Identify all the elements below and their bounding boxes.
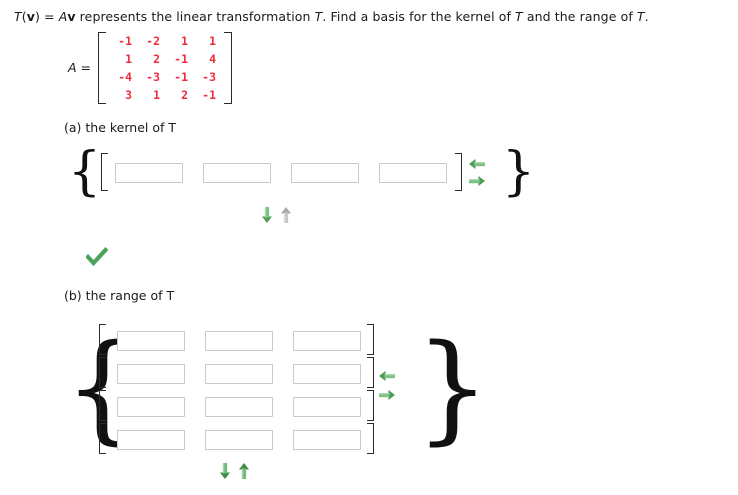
question-text-part1: represents the linear transformation — [75, 9, 315, 24]
part-b-down-arrow-button[interactable] — [219, 462, 231, 480]
part-b-answer-box-r2c2[interactable] — [205, 364, 273, 384]
part-b-answer-box-r3c3[interactable] — [293, 397, 361, 417]
part-b-bracket-right-row-4 — [367, 423, 374, 454]
matrix-cell: -3 — [146, 70, 161, 84]
part-a-answer-box-1[interactable] — [115, 163, 183, 183]
part-b-bracket-left-row-1 — [99, 324, 106, 355]
matrix-cell: -1 — [202, 88, 217, 102]
part-b-answer-box-r1c3[interactable] — [293, 331, 361, 351]
checkmark-icon — [85, 247, 109, 267]
part-a-bracket-right — [455, 153, 462, 191]
matrix-cell: 1 — [125, 52, 133, 66]
part-a-left-arrow-button[interactable] — [468, 158, 486, 170]
part-b-answer-box-r4c3[interactable] — [293, 430, 361, 450]
part-b-bracket-right-row-3 — [367, 390, 374, 421]
part-b-brace-close: } — [415, 318, 491, 456]
matrix-values-table: -1 -2 1 1 1 2 -1 4 -4 -3 -1 -3 — [109, 32, 221, 104]
part-a-answer-box-4[interactable] — [379, 163, 447, 183]
question-equals: = — [39, 9, 59, 24]
part-b-up-arrow-button[interactable] — [238, 462, 250, 480]
matrix-cell: -1 — [174, 52, 189, 66]
part-b-answer-box-r4c1[interactable] — [117, 430, 185, 450]
question-text: T(v) = Av represents the linear transfor… — [14, 8, 649, 25]
matrix-cell: -4 — [118, 70, 133, 84]
matrix-cell: -1 — [118, 34, 133, 48]
matrix-cell: 4 — [209, 52, 217, 66]
matrix-cell: -1 — [174, 70, 189, 84]
part-b-answer-box-r1c1[interactable] — [117, 331, 185, 351]
part-b-bracket-left-row-2 — [99, 357, 106, 388]
question-vector-v2: v — [67, 9, 76, 24]
question-T-symbol-3: T — [515, 9, 523, 24]
down-arrow-icon — [262, 207, 272, 223]
matrix-definition: A = -1 -2 1 1 1 2 -1 4 -4 -3 — [68, 32, 233, 104]
part-a-brace-open: { — [68, 142, 102, 202]
right-arrow-icon — [469, 176, 485, 186]
matrix-cell: 2 — [181, 88, 189, 102]
part-a-right-arrow-button[interactable] — [468, 175, 486, 187]
part-a-down-arrow-button[interactable] — [261, 206, 273, 224]
question-A-symbol: A — [58, 9, 68, 24]
question-T-symbol-2: T — [314, 9, 323, 24]
part-b-answer-box-r1c2[interactable] — [205, 331, 273, 351]
matrix-cell: 1 — [181, 34, 189, 48]
matrix-cell: -3 — [202, 70, 217, 84]
matrix-cell: 2 — [153, 52, 161, 66]
right-arrow-icon — [379, 390, 395, 400]
part-b-bracket-left-row-4 — [99, 423, 106, 454]
part-a-label: (a) the kernel of T — [64, 120, 176, 135]
question-paren-close: ) — [34, 9, 40, 24]
question-paren-open: ( — [21, 9, 27, 24]
part-b-left-arrow-button[interactable] — [378, 370, 396, 382]
question-T-symbol: T — [14, 9, 22, 24]
part-a-correct-checkmark — [85, 247, 109, 267]
part-a-answer-box-2[interactable] — [203, 163, 271, 183]
part-b-bracket-left-row-3 — [99, 390, 106, 421]
part-b-label: (b) the range of T — [64, 288, 175, 303]
matrix-bracket-right — [224, 32, 233, 104]
part-a-bracket-left — [101, 153, 108, 191]
part-b-answer-box-r4c2[interactable] — [205, 430, 273, 450]
part-b-answer-box-r3c1[interactable] — [117, 397, 185, 417]
part-b-bracket-right-row-2 — [367, 357, 374, 388]
part-b-right-arrow-button[interactable] — [378, 389, 396, 401]
part-b-answer-box-r2c3[interactable] — [293, 364, 361, 384]
left-arrow-icon — [379, 371, 395, 381]
matrix-cell: -2 — [146, 34, 161, 48]
matrix-row: 1 2 -1 4 — [109, 50, 221, 68]
down-arrow-icon — [220, 463, 230, 479]
matrix-cell: 3 — [125, 88, 133, 102]
question-period: . — [644, 9, 649, 24]
part-b-answer-box-r3c2[interactable] — [205, 397, 273, 417]
matrix-bracket-left — [98, 32, 107, 104]
matrix-cell: 1 — [153, 88, 161, 102]
matrix-row: -4 -3 -1 -3 — [109, 68, 221, 86]
up-arrow-icon — [239, 463, 249, 479]
up-arrow-icon — [281, 207, 291, 223]
matrix-A: -1 -2 1 1 1 2 -1 4 -4 -3 -1 -3 — [98, 32, 233, 104]
matrix-row: 3 1 2 -1 — [109, 86, 221, 104]
part-a-answer-box-3[interactable] — [291, 163, 359, 183]
part-b-bracket-right-row-1 — [367, 324, 374, 355]
part-a-up-arrow-button[interactable] — [280, 206, 292, 224]
question-text-part2: . Find a basis for the kernel of — [322, 9, 516, 24]
part-a-brace-close: } — [502, 142, 536, 202]
question-text-part3: and the range of — [522, 9, 637, 24]
matrix-row: -1 -2 1 1 — [109, 32, 221, 50]
matrix-label-A: A = — [68, 59, 92, 75]
left-arrow-icon — [469, 159, 485, 169]
question-vector-v: v — [26, 9, 35, 24]
question-T-symbol-4: T — [636, 9, 645, 24]
part-b-answer-box-r2c1[interactable] — [117, 364, 185, 384]
matrix-cell: 1 — [209, 34, 217, 48]
